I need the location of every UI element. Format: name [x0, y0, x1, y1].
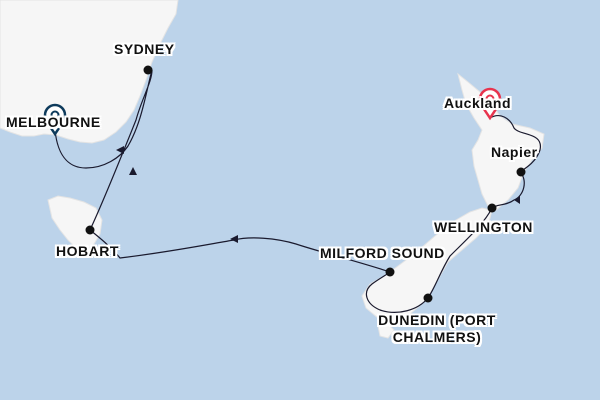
- route-direction-arrow: [514, 196, 520, 204]
- port-label-sydney[interactable]: Sydney: [114, 41, 175, 57]
- port-marker-hobart[interactable]: [85, 225, 95, 235]
- port-label-auckland[interactable]: Auckland: [444, 95, 512, 111]
- land-nz-south-island: [361, 207, 493, 321]
- port-label-melbourne[interactable]: Melbourne: [6, 114, 101, 130]
- route-direction-arrow: [129, 167, 137, 175]
- land-tasmania: [47, 195, 103, 251]
- location-pin-icon[interactable]: [478, 87, 502, 121]
- port-label-milford-sound[interactable]: Milford Sound: [320, 245, 445, 261]
- port-marker-milford-sound[interactable]: [385, 267, 395, 277]
- route-direction-arrow: [230, 235, 238, 243]
- port-label-hobart[interactable]: Hobart: [56, 243, 119, 259]
- port-marker-sydney[interactable]: [143, 65, 153, 75]
- location-pin-icon[interactable]: [43, 103, 67, 137]
- port-label-dunedin[interactable]: Dunedin (Port Chalmers): [378, 312, 496, 345]
- land-australia: [0, 0, 179, 144]
- port-marker-dunedin[interactable]: [423, 293, 433, 303]
- port-label-napier[interactable]: Napier: [491, 144, 538, 160]
- land-stewart-island: [377, 323, 395, 339]
- port-label-wellington[interactable]: Wellington: [434, 219, 533, 235]
- route-direction-arrow: [116, 146, 124, 154]
- port-marker-wellington[interactable]: [487, 203, 497, 213]
- port-marker-napier[interactable]: [516, 167, 526, 177]
